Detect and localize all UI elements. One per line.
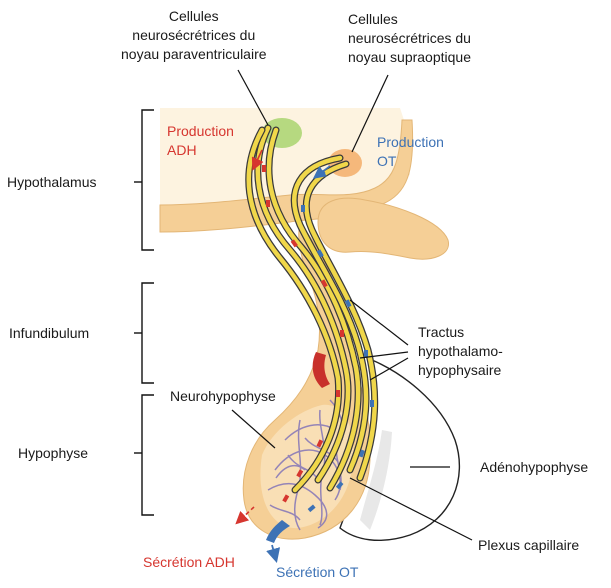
label-neurohypophyse: Neurohypophyse	[170, 387, 276, 406]
bracket-hypothalamus	[134, 110, 154, 250]
label-plexus: Plexus capillaire	[478, 536, 579, 555]
label-production-adh: Production ADH	[167, 122, 234, 160]
label-adenohypophyse: Adénohypophyse	[480, 458, 588, 477]
label-tractus: Tractus hypothalamo- hypophysaire	[418, 323, 503, 380]
bracket-infundibulum	[134, 283, 154, 383]
label-secretion-adh: Sécrétion ADH	[143, 553, 235, 572]
label-secretion-ot: Sécrétion OT	[276, 563, 358, 582]
label-hypophyse: Hypophyse	[18, 444, 88, 463]
label-supraoptic-cells: Cellules neurosécrétrices du noyau supra…	[348, 10, 471, 67]
label-hypothalamus: Hypothalamus	[7, 173, 97, 192]
label-infundibulum: Infundibulum	[9, 324, 89, 343]
label-paraventricular-cells: Cellules neurosécrétrices du noyau parav…	[121, 7, 267, 64]
bracket-hypophyse	[134, 395, 154, 515]
optic-chiasm	[318, 198, 449, 259]
label-production-ot: Production OT	[377, 133, 444, 171]
arrow-secretion-ot	[272, 545, 275, 556]
